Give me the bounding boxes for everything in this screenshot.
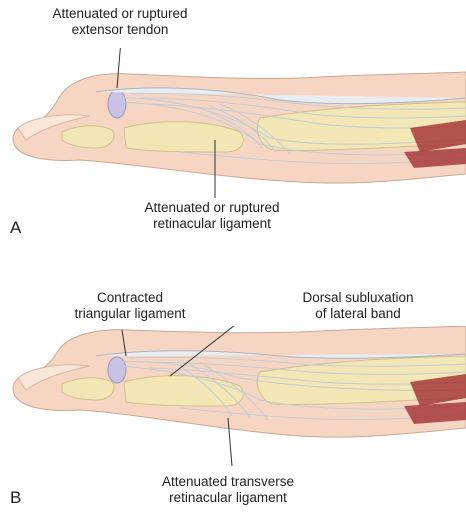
label-line: Attenuated or ruptured xyxy=(22,6,218,22)
distal-phalanx xyxy=(62,126,114,148)
dip-joint-cartilage xyxy=(108,357,126,383)
label-line: Dorsal subluxation xyxy=(268,290,448,306)
distal-phalanx xyxy=(62,378,114,400)
label-extensor-tendon: Attenuated or ruptured extensor tendon xyxy=(22,6,218,38)
finger-illustration-b xyxy=(0,326,466,466)
panel-letter-a: A xyxy=(10,218,21,238)
label-transverse-retinacular: Attenuated transverse retinacular ligame… xyxy=(128,474,328,506)
label-line: retinacular ligament xyxy=(112,216,312,232)
label-line: retinacular ligament xyxy=(128,490,328,506)
dip-joint-cartilage xyxy=(108,90,126,118)
panel-letter-b: B xyxy=(10,488,21,508)
label-line: extensor tendon xyxy=(22,22,218,38)
finger-illustration-a xyxy=(0,48,466,198)
label-line: Attenuated transverse xyxy=(128,474,328,490)
label-line: Contracted xyxy=(50,290,210,306)
label-retinacular-ligament: Attenuated or ruptured retinacular ligam… xyxy=(112,200,312,232)
label-line: triangular ligament xyxy=(50,306,210,322)
label-line: Attenuated or ruptured xyxy=(112,200,312,216)
label-lateral-band: Dorsal subluxation of lateral band xyxy=(268,290,448,322)
label-triangular-ligament: Contracted triangular ligament xyxy=(50,290,210,322)
label-line: of lateral band xyxy=(268,306,448,322)
